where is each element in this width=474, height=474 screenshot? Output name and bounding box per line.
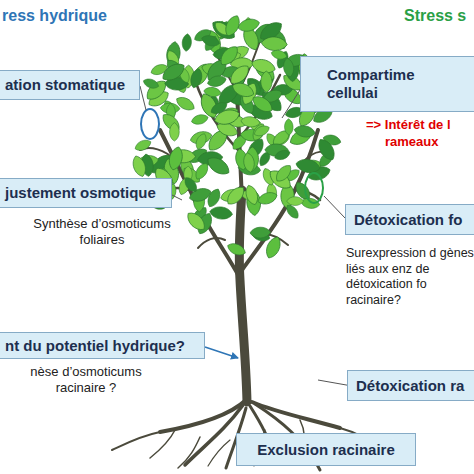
leader-arrow [205, 347, 238, 358]
section-title: Stress s [404, 6, 474, 26]
leaf-highlight [141, 109, 159, 139]
leaf [261, 36, 288, 51]
process-box: justement osmotique [0, 178, 172, 208]
leaf [295, 157, 321, 174]
process-box: Compartime cellulai [300, 56, 474, 112]
leaf [237, 17, 261, 34]
process-box: ation stomatique [0, 70, 140, 100]
leaf [206, 74, 227, 88]
leaf [194, 132, 209, 151]
leaf [242, 152, 255, 173]
section-title: ress hydrique [2, 6, 152, 26]
leaf [190, 113, 209, 126]
leaf [217, 43, 241, 68]
leaf [287, 197, 304, 206]
leaf [209, 100, 229, 117]
leaf [273, 162, 294, 184]
leaf [130, 154, 148, 178]
box-text: Détoxication fo [354, 211, 462, 229]
leaf [261, 71, 273, 93]
leaf [270, 49, 288, 61]
leaf [226, 241, 248, 258]
process-box: nt du potentiel hydrique? [0, 332, 205, 359]
leaf [181, 33, 192, 51]
leaf [253, 124, 272, 139]
leaf [222, 13, 242, 38]
leaf [224, 184, 248, 208]
box-text: justement osmotique [5, 184, 156, 202]
box-text: Exclusion racinaire [257, 441, 395, 459]
leaf [184, 209, 208, 233]
process-box: Détoxication ra [347, 370, 474, 401]
body-text: Synthèse d’osmoticums foliaires [22, 216, 182, 249]
leaf [256, 190, 279, 207]
note: => Intérêt de l [366, 117, 474, 133]
note: rameaux [385, 134, 474, 150]
leaf [250, 93, 275, 115]
leaf [284, 119, 293, 136]
body-text: nèse d’osmoticums racinaire ? [6, 364, 166, 397]
leaf [167, 145, 185, 171]
process-box: Détoxication fo [345, 204, 474, 235]
leaf [293, 124, 316, 139]
leaf [142, 77, 160, 91]
box-text: nt du potentiel hydrique? [5, 337, 185, 355]
leaf [205, 187, 223, 209]
leaf [189, 67, 204, 89]
leaf-highlight [305, 173, 323, 203]
leaf [315, 136, 338, 163]
leaf [160, 60, 188, 84]
leaf [182, 175, 200, 194]
leaf [282, 57, 295, 77]
box-text: ation stomatique [5, 76, 125, 94]
leaf [170, 123, 180, 141]
leaf [250, 227, 271, 239]
leaf [240, 116, 260, 128]
process-box: Exclusion racinaire [236, 433, 416, 466]
leaf [227, 62, 252, 87]
box-text: Détoxication ra [356, 377, 464, 395]
leaf [193, 161, 211, 182]
leaf [300, 197, 320, 210]
body-text: Surexpression d gènes liés aux enz de dé… [346, 246, 474, 309]
leaf [209, 206, 233, 221]
box-text: Compartime cellulai [327, 66, 427, 102]
leaf [273, 148, 291, 162]
leaf [200, 33, 221, 48]
leaf [243, 184, 260, 207]
leaf [204, 154, 232, 178]
